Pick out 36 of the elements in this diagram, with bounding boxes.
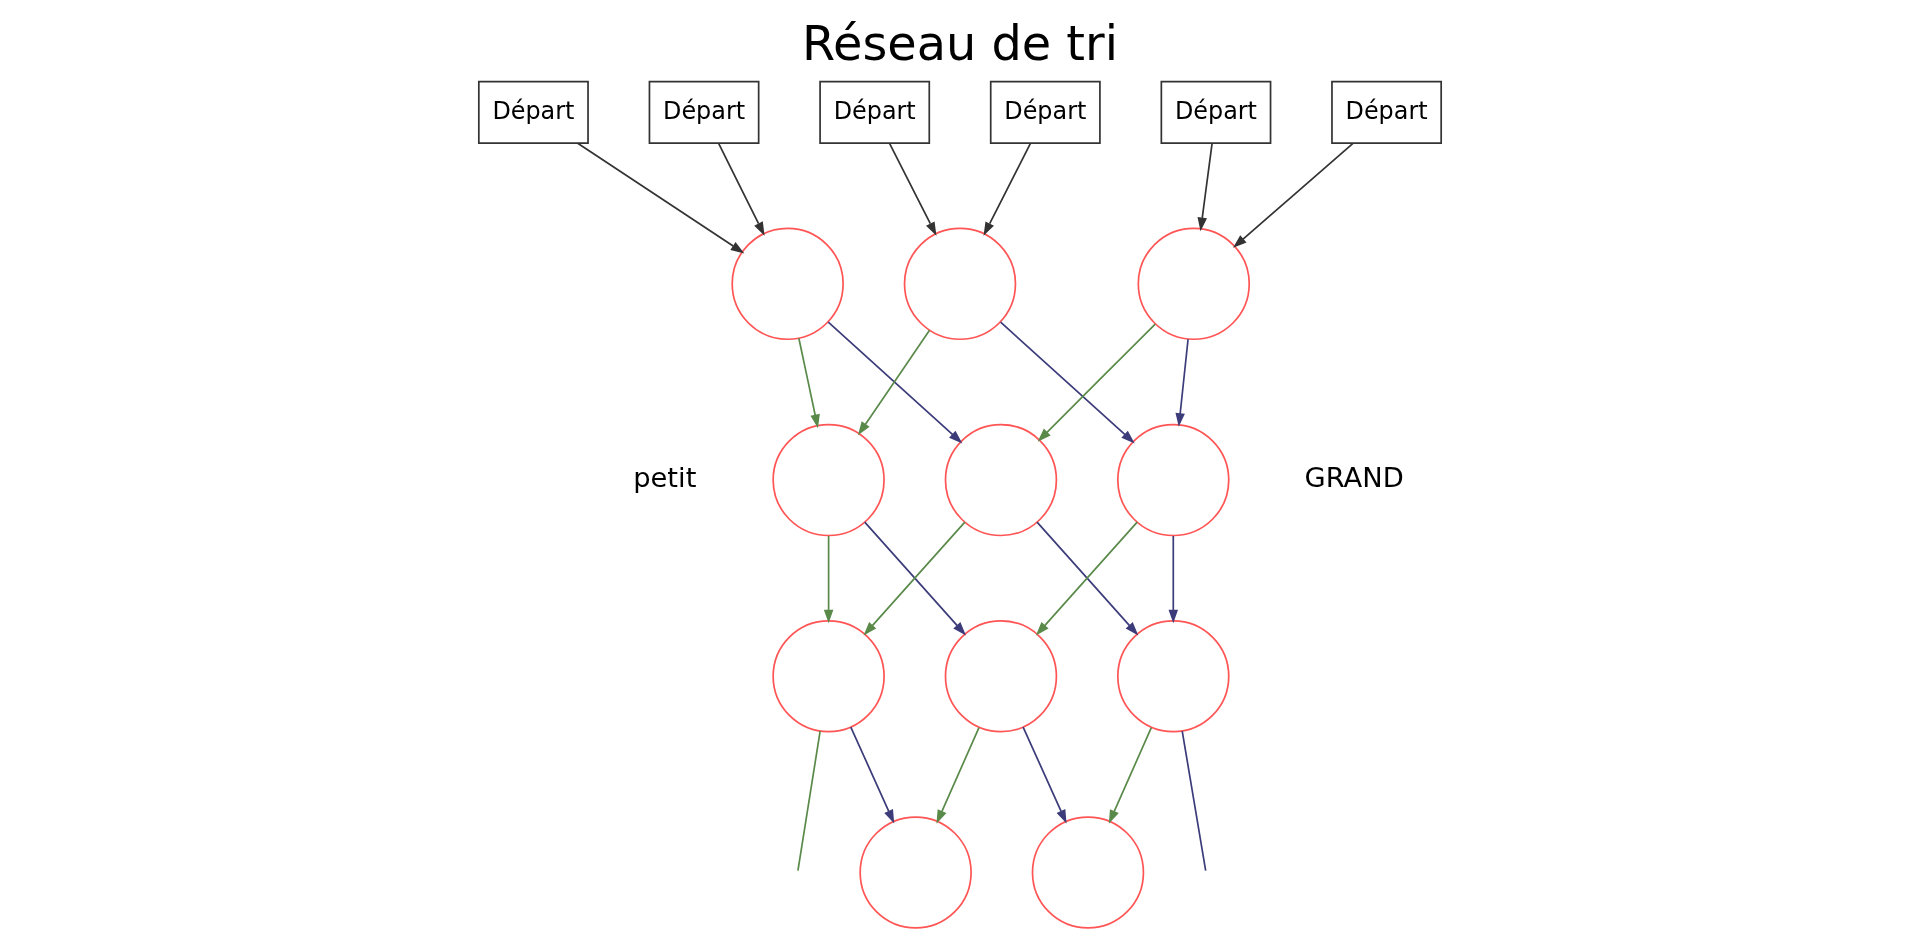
node-circle <box>859 816 972 929</box>
arrow <box>827 321 963 444</box>
node-circle <box>944 423 1058 537</box>
node-circle <box>1031 816 1145 929</box>
node-circle <box>1116 423 1230 537</box>
node-circle <box>903 227 1017 341</box>
label: GRAND <box>1304 461 1404 493</box>
arrow <box>936 726 980 824</box>
arrow <box>717 142 765 236</box>
arrow <box>1037 323 1157 442</box>
arrow <box>798 337 820 429</box>
arrow <box>999 321 1135 444</box>
label: petit <box>633 461 697 493</box>
arrow <box>849 726 895 824</box>
node-box: Départ <box>1331 80 1443 144</box>
arrow <box>576 142 745 254</box>
node-box: Départ <box>819 80 931 144</box>
node-box: Départ <box>1160 80 1272 144</box>
arrow <box>1175 338 1189 427</box>
arrow <box>1108 726 1153 824</box>
arrow <box>983 142 1032 236</box>
arrow <box>857 329 931 436</box>
diagram-title: Réseau de tri <box>802 16 1118 72</box>
connector <box>797 730 821 872</box>
node-circle <box>1137 227 1251 341</box>
connector <box>1181 730 1207 872</box>
arrow <box>863 521 966 636</box>
node-box: Départ <box>989 80 1101 144</box>
arrow <box>888 142 937 236</box>
node-box: Départ <box>648 80 760 144</box>
node-box: Départ <box>477 80 589 144</box>
arrow <box>1168 535 1179 624</box>
arrow <box>823 535 834 624</box>
arrow <box>1197 142 1213 232</box>
arrow <box>1233 142 1354 248</box>
arrow <box>1022 726 1067 824</box>
